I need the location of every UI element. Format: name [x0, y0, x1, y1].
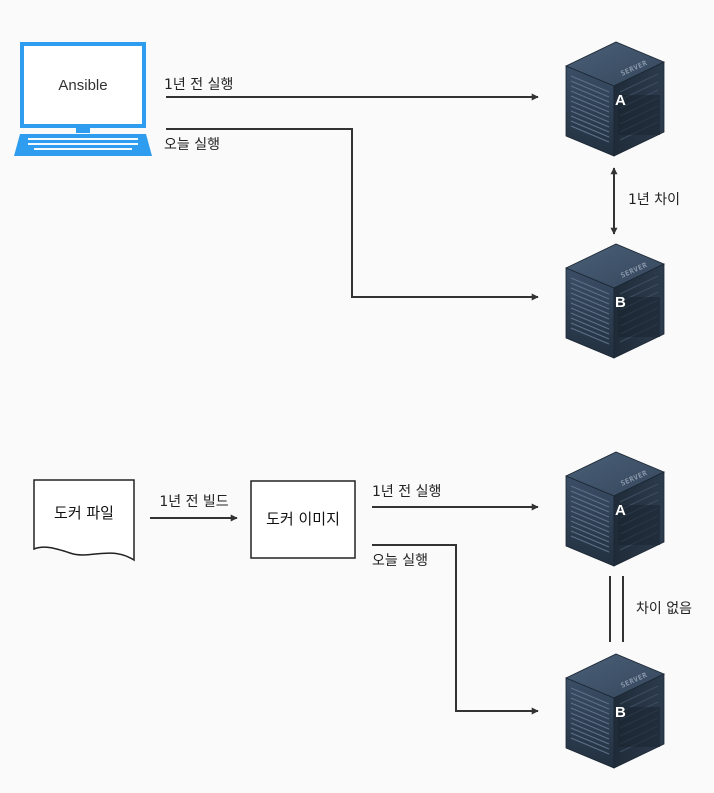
arrow-today-label: 오늘 실행 [164, 137, 220, 153]
server-letter: A [615, 92, 626, 109]
docker-image-box [250, 480, 356, 559]
laptop-label: Ansible [58, 77, 107, 94]
document-icon: 도커 파일 [33, 479, 135, 562]
arrow-today-run [166, 128, 539, 301]
top-diagram: Ansible 1년 전 실행 오늘 실행 SERVER A SERVER B … [14, 41, 680, 359]
server-letter: B [615, 294, 626, 311]
difference-label: 1년 차이 [628, 192, 680, 208]
server-letter: B [615, 704, 626, 721]
arrow-today-run [372, 544, 539, 715]
docker-image-label: 도커 이미지 [266, 510, 340, 528]
server-a-bottom: SERVER A [565, 451, 665, 567]
build-arrow-label: 1년 전 빌드 [159, 494, 228, 510]
arrow-past-label: 1년 전 실행 [164, 77, 233, 93]
server-letter: A [615, 502, 626, 519]
arrow-today-label: 오늘 실행 [372, 553, 428, 569]
no-difference-label: 차이 없음 [636, 601, 692, 617]
server-a-top: SERVER A [565, 41, 665, 157]
arrow-past-label: 1년 전 실행 [372, 484, 441, 500]
bottom-diagram: 도커 파일 1년 전 빌드 도커 이미지 1년 전 실행 오늘 실행 SERVE… [33, 451, 692, 769]
server-b-bottom: SERVER B [565, 653, 665, 769]
equal-lines [609, 576, 624, 642]
laptop-icon: Ansible [14, 42, 152, 156]
dockerfile-label: 도커 파일 [54, 504, 114, 522]
server-b-top: SERVER B [565, 243, 665, 359]
